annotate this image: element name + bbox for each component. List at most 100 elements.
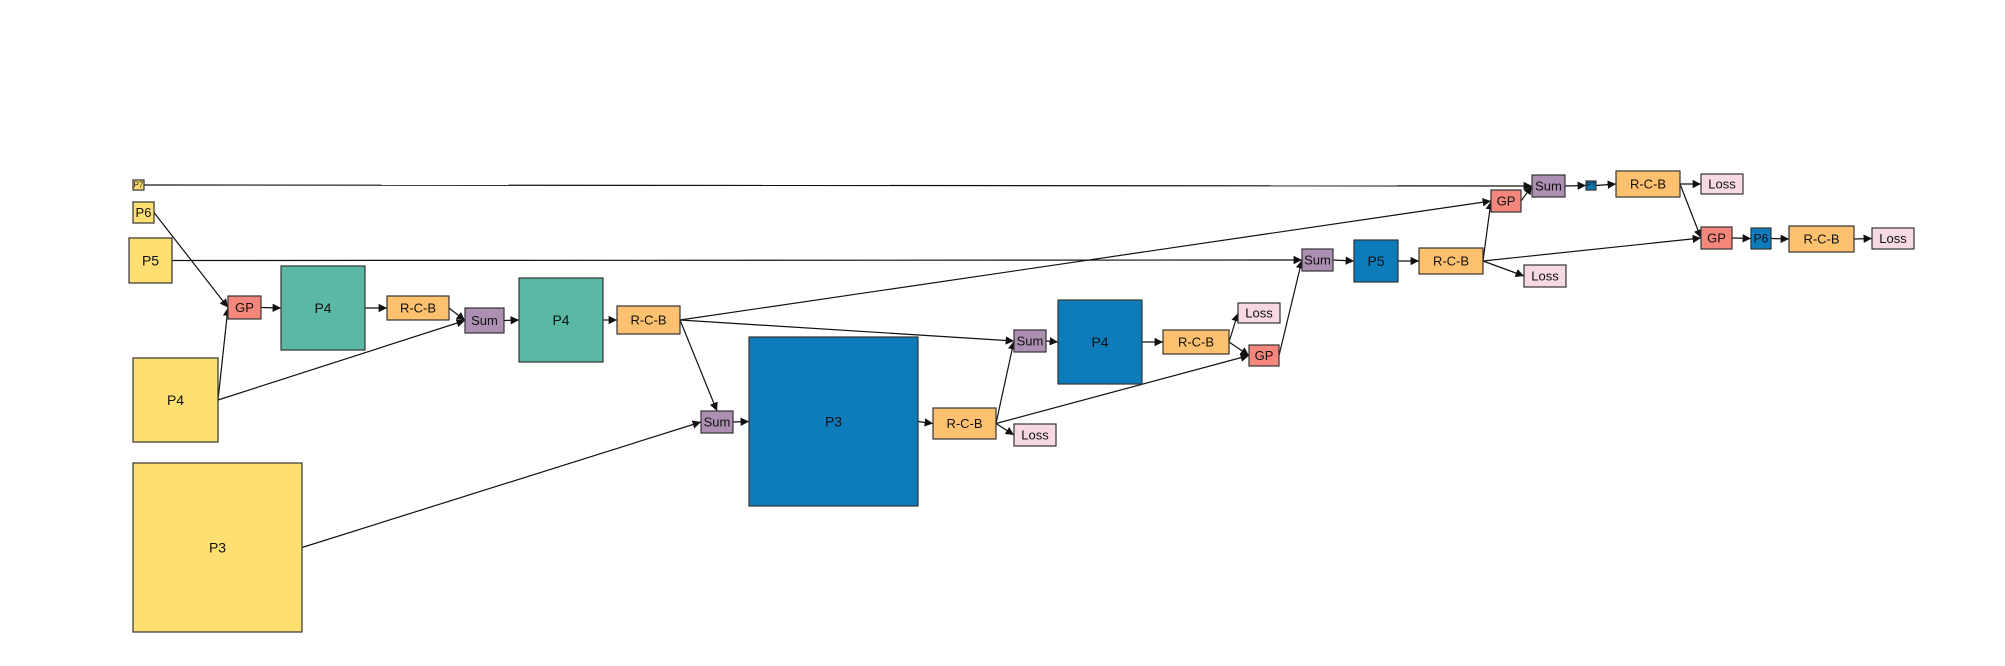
edge-p6out-rcb6 — [1770, 234, 1790, 243]
edge-in_p4-sum1 — [217, 319, 466, 401]
node-label: GP — [1707, 231, 1726, 246]
node-label: Loss — [1708, 177, 1736, 192]
node-label: R-C-B — [1803, 232, 1839, 247]
gp-box — [227, 295, 262, 320]
teal-box — [280, 265, 366, 351]
node-rcb5: R-C-B — [1418, 247, 1484, 275]
node-p6out: P6 — [1750, 227, 1772, 250]
edge-sum1-p4b — [503, 316, 520, 325]
node-rcb7: R-C-B — [1615, 170, 1681, 198]
sum-box — [1531, 174, 1566, 198]
sum-box — [700, 410, 734, 434]
edge-gp4-sum5 — [1278, 259, 1305, 356]
node-loss3: Loss — [1013, 423, 1057, 447]
node-label: R-C-B — [946, 416, 982, 431]
node-rcb1: R-C-B — [386, 295, 450, 321]
edge-p7out-rcb7 — [1595, 180, 1617, 189]
node-in_p5: P5 — [128, 237, 173, 284]
edge-rcb3-loss3 — [995, 422, 1015, 436]
edge-sum5-p5out — [1332, 256, 1355, 265]
node-loss6: Loss — [1871, 227, 1915, 250]
node-p7out: P7 — [1585, 180, 1597, 191]
node-label: Sum — [471, 313, 498, 328]
gp-box — [1700, 226, 1733, 250]
node-p4out: P4 — [1057, 299, 1143, 385]
rcb-box — [932, 407, 997, 440]
node-label: Sum — [704, 415, 731, 430]
node-label: P4 — [1091, 334, 1108, 350]
node-gp4: GP — [1248, 344, 1280, 367]
node-rcb6: R-C-B — [1788, 225, 1855, 253]
rcb-box — [1615, 170, 1681, 198]
node-p4a: P4 — [280, 265, 366, 351]
blue-box — [1585, 180, 1597, 191]
loss-box — [1237, 302, 1281, 324]
edge-in_p5-sum5 — [171, 255, 1303, 265]
node-label: GP — [1255, 348, 1274, 363]
sum-box — [464, 307, 505, 334]
loss-box — [1700, 173, 1744, 195]
rcb-box — [386, 295, 450, 321]
node-loss4: Loss — [1237, 302, 1281, 324]
node-sum5: Sum — [1301, 248, 1334, 272]
node-in_p4: P4 — [132, 357, 219, 443]
node-label: P3 — [209, 540, 226, 556]
node-label: Loss — [1245, 306, 1273, 321]
node-label: P6 — [1754, 232, 1769, 246]
node-label: GP — [235, 300, 254, 315]
edge-sum7-p7out — [1564, 181, 1587, 190]
rcb-box — [1162, 329, 1230, 355]
node-sum3: Sum — [1013, 329, 1047, 353]
edge-gp1-p4a — [260, 303, 282, 312]
edge-rcb7-gp6 — [1679, 183, 1702, 239]
rcb-box — [1788, 225, 1855, 253]
node-rcb4: R-C-B — [1162, 329, 1230, 355]
node-label: P4 — [314, 300, 331, 316]
edges-layer — [143, 179, 1873, 549]
edge-in_p7-sum7 — [143, 181, 1533, 191]
node-loss7: Loss — [1700, 173, 1744, 195]
input-box — [132, 357, 219, 443]
node-gp6: GP — [1700, 226, 1733, 250]
node-p4b: P4 — [518, 277, 604, 363]
node-p5out: P5 — [1353, 239, 1399, 283]
edge-rcb5-gp5 — [1482, 200, 1495, 262]
node-label: R-C-B — [630, 313, 666, 328]
node-rcb3: R-C-B — [932, 407, 997, 440]
node-label: P5 — [142, 253, 159, 269]
node-rcb2: R-C-B — [616, 305, 681, 335]
node-sum2: Sum — [700, 410, 734, 434]
edge-rcb3-sum3 — [995, 340, 1017, 424]
node-label: GP — [1497, 194, 1516, 209]
edge-gp5-sum7 — [1520, 185, 1533, 202]
node-in_p3: P3 — [132, 462, 303, 633]
teal-box — [518, 277, 604, 363]
node-label: P3 — [825, 414, 842, 430]
node-label: Sum — [1017, 334, 1044, 349]
edge-rcb6-loss6 — [1853, 234, 1873, 243]
sum-box — [1301, 248, 1334, 272]
node-label: Sum — [1304, 253, 1331, 268]
node-in_p6: P6 — [132, 201, 155, 224]
rcb-box — [616, 305, 681, 335]
edge-rcb4-gp4 — [1228, 341, 1250, 356]
node-label: P4 — [552, 312, 569, 328]
node-label: R-C-B — [1630, 177, 1666, 192]
node-label: Loss — [1531, 269, 1559, 284]
node-sum1: Sum — [464, 307, 505, 334]
edge-rcb5-gp6 — [1482, 234, 1702, 262]
gp-box — [1490, 189, 1522, 213]
node-label: P4 — [167, 392, 184, 408]
node-label: R-C-B — [1433, 254, 1469, 269]
node-sum7: Sum — [1531, 174, 1566, 198]
input-box — [132, 201, 155, 224]
blue-box — [748, 336, 919, 507]
edge-rcb2-gp5 — [679, 198, 1492, 321]
node-p3out: P3 — [748, 336, 919, 507]
node-loss5: Loss — [1523, 264, 1567, 288]
node-gp5: GP — [1490, 189, 1522, 213]
node-in_p7: P7 — [132, 179, 145, 191]
node-label: P7 — [1587, 182, 1596, 189]
